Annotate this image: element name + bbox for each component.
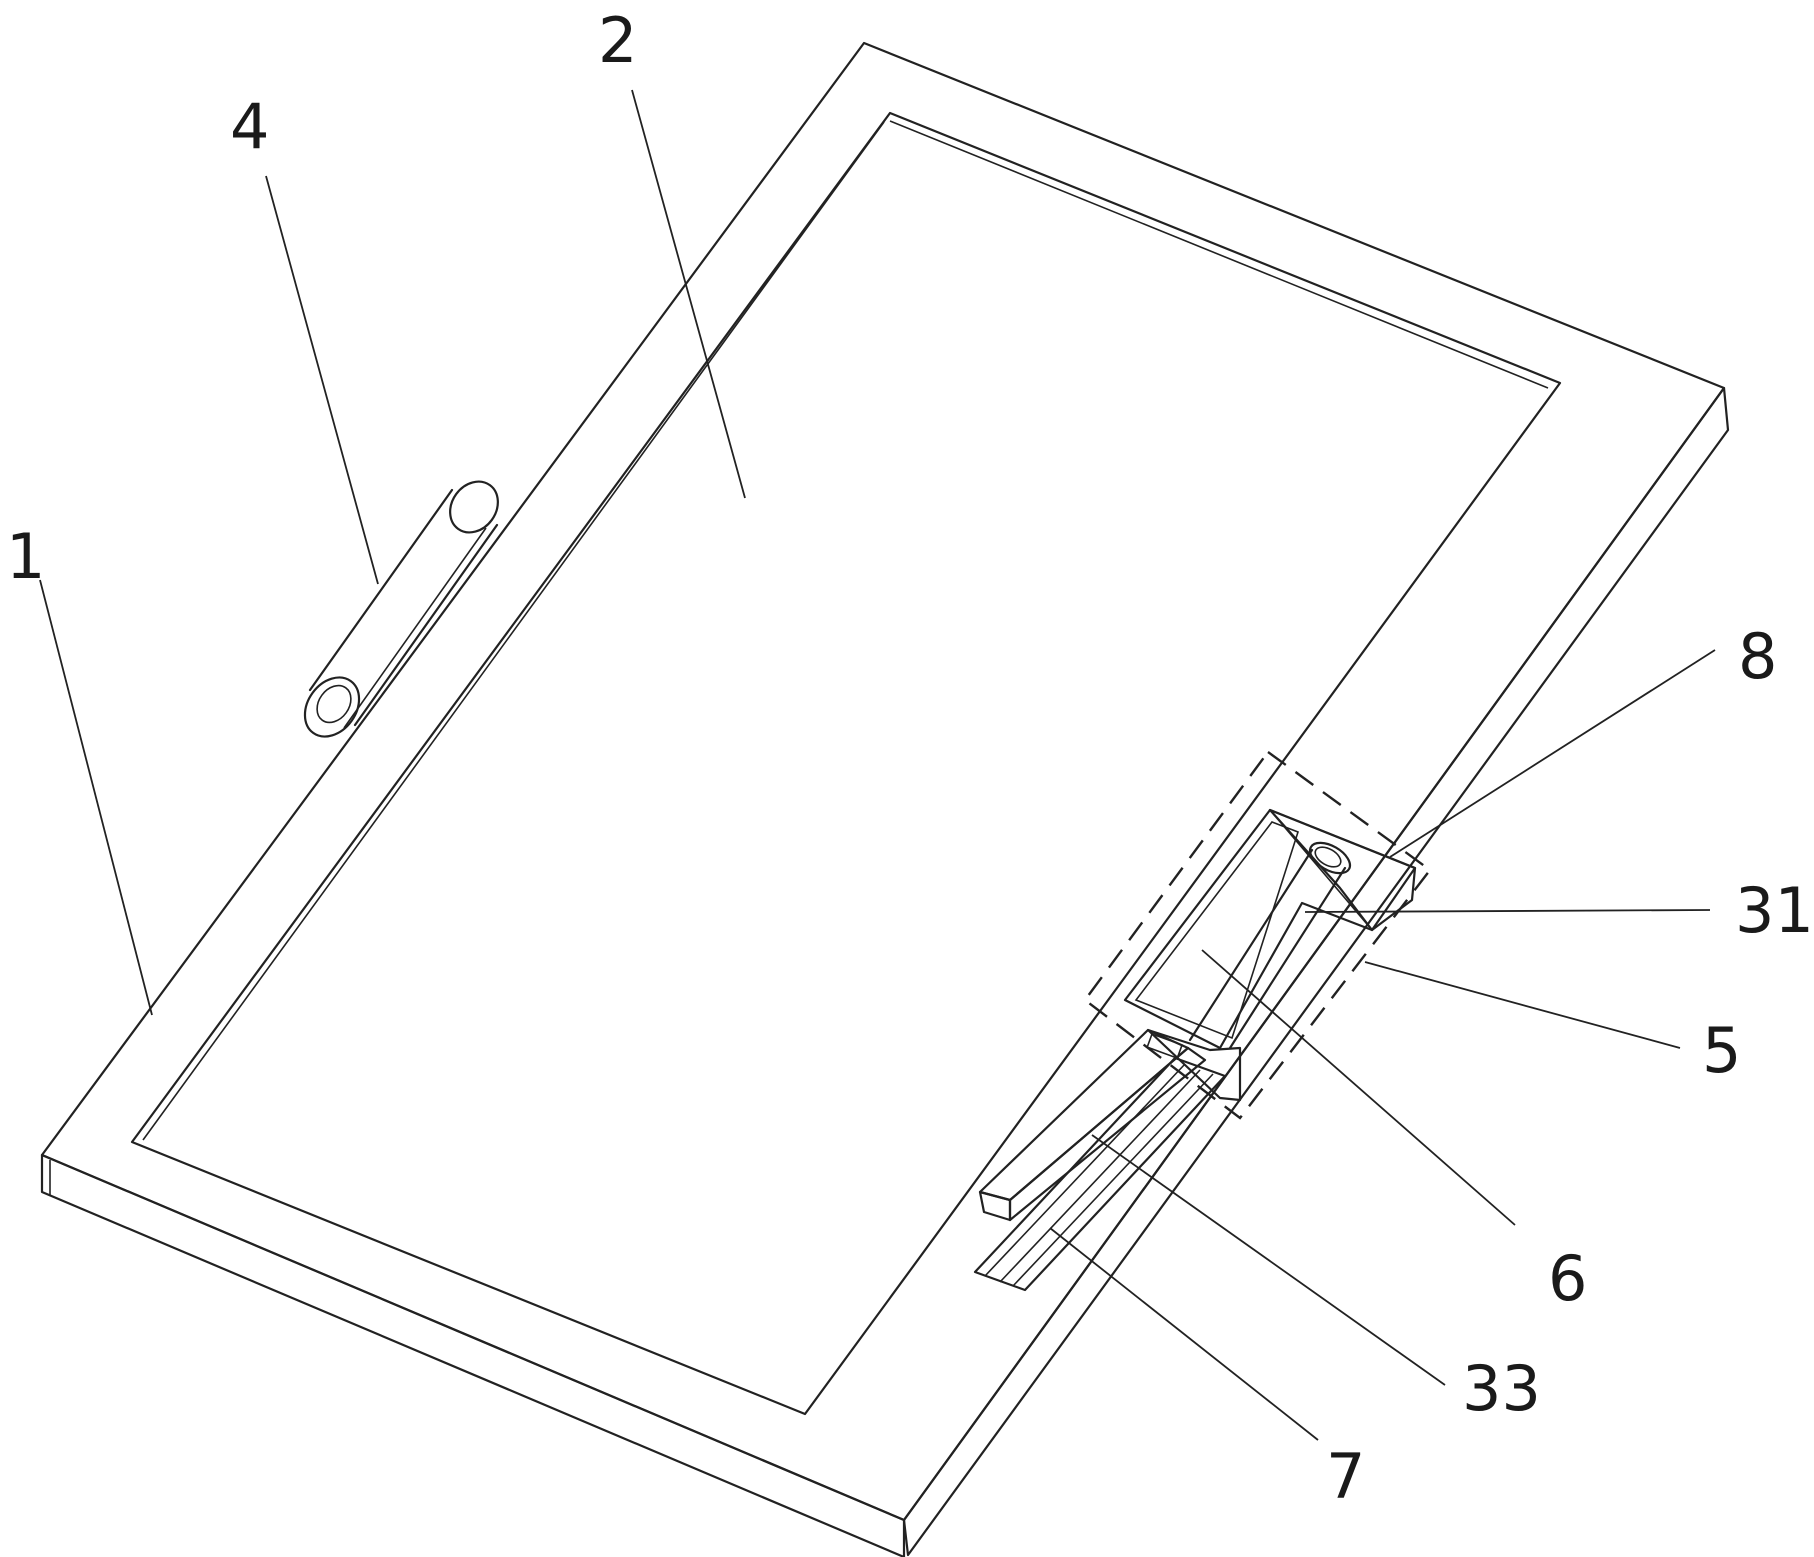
label-6: 6	[1548, 1242, 1587, 1315]
screen-panel	[130, 111, 1562, 1416]
channel-rail-a	[984, 1063, 1186, 1277]
slot-assembly	[1123, 808, 1417, 1050]
leader-1	[39, 579, 153, 1016]
frame-left-side	[40, 1153, 906, 1557]
reference-labels: 1 2 4 8 31 5 6 33 7	[6, 4, 1814, 1513]
leader-6	[1201, 949, 1516, 1226]
leader-lines	[39, 89, 1716, 1441]
slot-inner	[1134, 821, 1299, 1040]
label-1: 1	[6, 520, 45, 593]
label-5: 5	[1702, 1014, 1741, 1087]
leader-7	[1049, 1227, 1319, 1441]
hinge-tube	[303, 480, 499, 738]
tube-seam	[343, 527, 487, 729]
label-31: 31	[1735, 874, 1814, 947]
guide-block	[1268, 808, 1417, 932]
lever-latch	[1146, 1032, 1184, 1060]
tube-bore	[316, 684, 352, 724]
label-2: 2	[598, 4, 637, 77]
tube-bottom-edge	[353, 523, 499, 727]
guide-rod-right	[1228, 866, 1347, 1050]
lever-tab	[978, 1190, 1012, 1222]
leader-33	[1091, 1134, 1446, 1386]
label-8: 8	[1738, 620, 1777, 693]
detail-boundary	[1083, 750, 1432, 1120]
frame-plate	[40, 41, 1730, 1557]
frame-right-side	[902, 386, 1730, 1557]
label-33: 33	[1462, 1352, 1541, 1425]
leader-8	[1389, 649, 1716, 858]
leader-5	[1364, 961, 1681, 1049]
lever-assembly	[973, 1028, 1242, 1292]
tube-top-edge	[308, 488, 454, 692]
screen-outline	[130, 111, 1562, 1416]
leader-31	[1304, 909, 1711, 913]
label-4: 4	[230, 90, 269, 163]
guide-rod-left	[1188, 848, 1314, 1042]
tube-back-end	[449, 480, 499, 534]
channel-rail-c	[1012, 1073, 1214, 1287]
screen-inner-edge-left	[142, 121, 885, 1141]
rod-end-cap	[1308, 841, 1352, 875]
channel-rail-b	[999, 1069, 1201, 1283]
channel-outline	[973, 1056, 1227, 1292]
rod-end-bore	[1314, 846, 1342, 868]
tube-front-end	[303, 676, 361, 738]
leader-2	[631, 89, 746, 499]
label-7: 7	[1326, 1440, 1365, 1513]
leader-4	[265, 175, 379, 585]
guide-block-edge	[1269, 809, 1373, 931]
screen-inner-edge	[889, 120, 1549, 389]
lever-head	[1146, 1028, 1242, 1102]
